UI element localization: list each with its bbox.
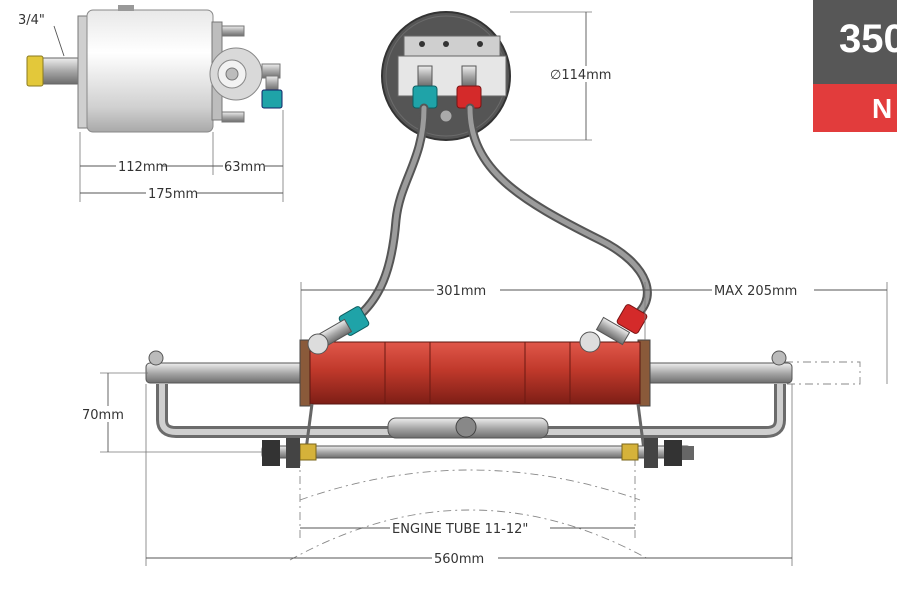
nut-right-inner (644, 438, 658, 468)
port-right (461, 65, 477, 87)
hydraulic-hoses (349, 103, 652, 325)
reservoir-cap-center (225, 67, 239, 81)
model-badge-top: 350 (813, 0, 897, 84)
red-fitting-cylinder (616, 304, 648, 334)
elbow-fitting-down (265, 75, 279, 91)
center-pivot (455, 416, 477, 438)
port-left (417, 65, 433, 87)
pump-bolt-top (221, 25, 245, 37)
pump-side-view: 3/4" 112mm 63mm 175mm (18, 5, 284, 202)
hose-left (349, 103, 429, 325)
pump-bolt-bottom (221, 111, 245, 123)
overall-width-label: 560mm (434, 552, 484, 567)
shaft-nut (26, 55, 44, 87)
engine-tube-label: ENGINE TUBE 11-12" (392, 522, 528, 537)
cylinder-body (309, 341, 641, 405)
pump-total-length-label: 175mm (148, 187, 198, 202)
pump-body (86, 9, 214, 133)
pump-top-screw (118, 5, 134, 11)
model-badge: 350 N (813, 0, 897, 132)
nut-left-inner (286, 438, 300, 468)
cyan-fitting-side (261, 89, 283, 109)
pump-fitting-length-label: 63mm (224, 160, 266, 175)
model-number: 350 (839, 17, 897, 61)
left-banjo (307, 333, 329, 355)
model-badge-bottom: N (813, 84, 897, 132)
bleed-screw (439, 109, 453, 123)
max-travel-label: MAX 205mm (714, 284, 797, 299)
bracket-height-label: 70mm (82, 408, 124, 423)
model-letter: N (872, 93, 893, 124)
cylinder-assembly: 301mm MAX 205mm 70mm ENGINE TUBE 11-12" … (80, 282, 888, 567)
nut-right-outer (664, 440, 682, 466)
nut-left-outer (262, 440, 280, 466)
cylinder-length-label: 301mm (436, 284, 486, 299)
pump-body-length-label: 112mm (118, 160, 168, 175)
shaft-size-label: 3/4" (18, 13, 45, 28)
pump-rear-view: ∅114mm (381, 11, 624, 141)
pump-shaft (39, 57, 81, 85)
right-banjo (579, 331, 601, 353)
pump-diameter-label: ∅114mm (550, 68, 611, 83)
model-badge-clip: 350 N (813, 0, 897, 132)
